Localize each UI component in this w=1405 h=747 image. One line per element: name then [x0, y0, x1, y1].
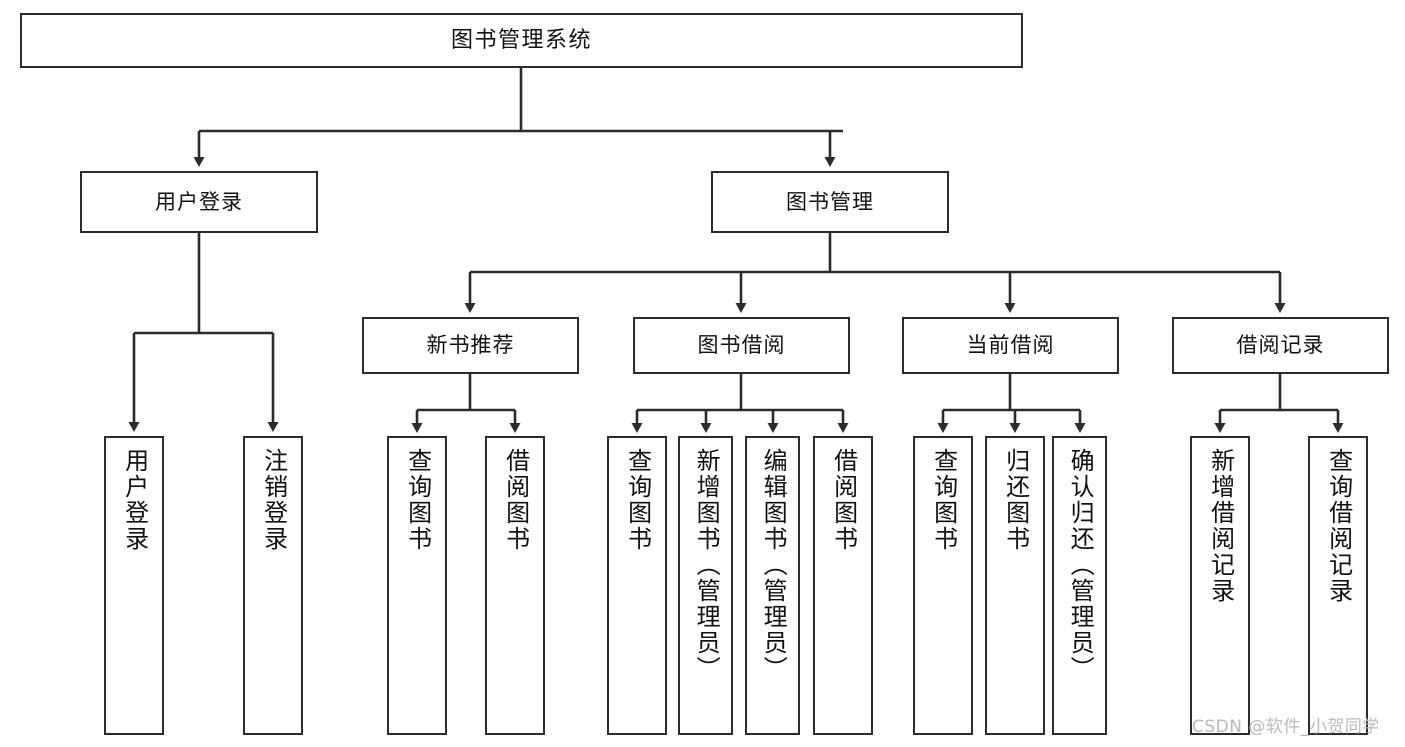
node-leaf-return-book-label: 归还图书 — [1001, 448, 1030, 552]
node-user-login[interactable]: 用户登录 — [80, 171, 318, 233]
node-leaf-user-login[interactable]: 用户登录 — [104, 436, 164, 735]
node-leaf-query-record-label: 查询借阅记录 — [1324, 448, 1353, 604]
node-leaf-confirm-return-label: 确认归还（管理员） — [1066, 448, 1095, 682]
node-book-manage-label: 图书管理 — [786, 189, 874, 214]
node-leaf-borrow-book-1-label: 借阅图书 — [501, 448, 530, 552]
node-leaf-edit-book-label: 编辑图书（管理员） — [759, 448, 788, 682]
node-leaf-query-book-1[interactable]: 查询图书 — [387, 436, 447, 735]
node-leaf-add-record-label: 新增借阅记录 — [1206, 448, 1235, 604]
csdn-watermark: CSDN @软件_小贺同学 — [1192, 717, 1380, 737]
node-leaf-user-login-label: 用户登录 — [120, 448, 149, 552]
node-book-manage[interactable]: 图书管理 — [711, 171, 949, 233]
node-current-borrow[interactable]: 当前借阅 — [902, 317, 1119, 374]
node-leaf-logout[interactable]: 注销登录 — [243, 436, 303, 735]
node-leaf-query-record[interactable]: 查询借阅记录 — [1308, 436, 1368, 735]
node-leaf-edit-book[interactable]: 编辑图书（管理员） — [745, 436, 800, 735]
node-leaf-query-book-1-label: 查询图书 — [403, 448, 432, 552]
node-leaf-query-book-2-label: 查询图书 — [623, 448, 652, 552]
node-user-login-label: 用户登录 — [155, 189, 243, 214]
node-leaf-query-book-2[interactable]: 查询图书 — [607, 436, 667, 735]
node-new-book-recommend-label: 新书推荐 — [426, 333, 515, 358]
node-leaf-return-book[interactable]: 归还图书 — [985, 436, 1045, 735]
node-root[interactable]: 图书管理系统 — [20, 13, 1023, 68]
node-leaf-borrow-book-1[interactable]: 借阅图书 — [485, 436, 545, 735]
node-book-borrow-label: 图书借阅 — [697, 333, 786, 358]
node-borrow-record[interactable]: 借阅记录 — [1172, 317, 1389, 374]
node-root-label: 图书管理系统 — [450, 27, 592, 53]
node-leaf-logout-label: 注销登录 — [259, 448, 288, 552]
node-leaf-add-record[interactable]: 新增借阅记录 — [1190, 436, 1250, 735]
node-leaf-borrow-book-2[interactable]: 借阅图书 — [813, 436, 873, 735]
node-leaf-add-book-label: 新增图书（管理员） — [692, 448, 721, 682]
node-leaf-borrow-book-2-label: 借阅图书 — [829, 448, 858, 552]
node-book-borrow[interactable]: 图书借阅 — [633, 317, 850, 374]
node-leaf-query-book-3-label: 查询图书 — [929, 448, 958, 552]
node-new-book-recommend[interactable]: 新书推荐 — [362, 317, 579, 374]
node-current-borrow-label: 当前借阅 — [966, 333, 1055, 358]
node-borrow-record-label: 借阅记录 — [1236, 333, 1325, 358]
node-leaf-confirm-return[interactable]: 确认归还（管理员） — [1052, 436, 1107, 735]
node-leaf-add-book[interactable]: 新增图书（管理员） — [678, 436, 733, 735]
node-leaf-query-book-3[interactable]: 查询图书 — [913, 436, 973, 735]
